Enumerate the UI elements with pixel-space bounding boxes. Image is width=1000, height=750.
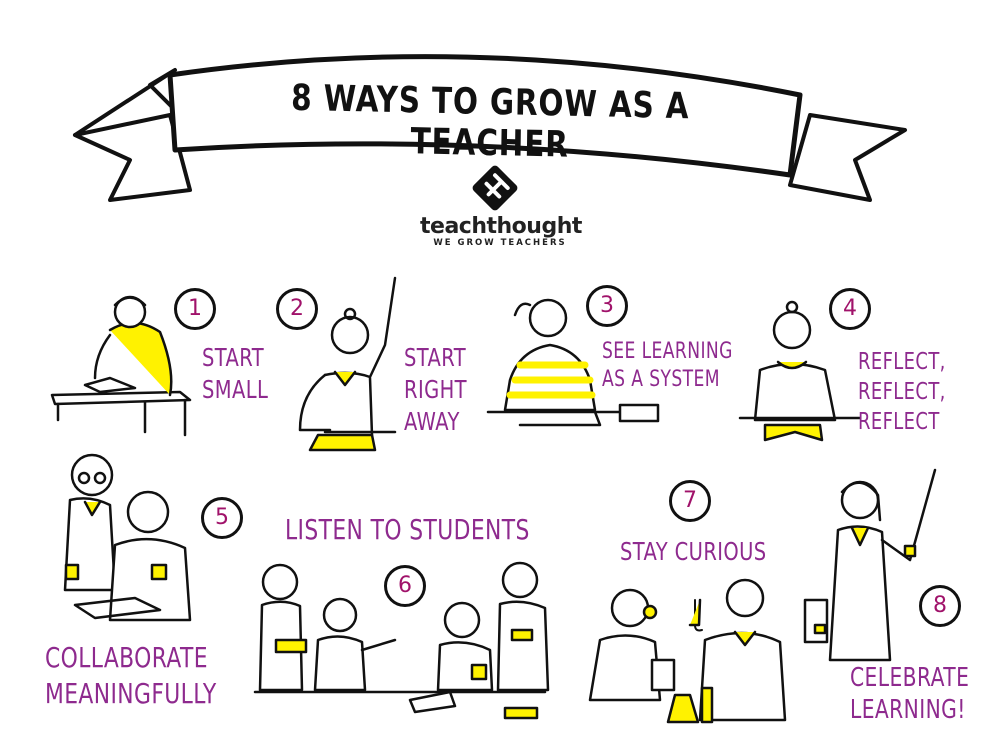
- label-listen-to-students: LISTEN TO STUDENTS: [285, 513, 530, 546]
- page-title: 8 WAYS TO GROW AS A TEACHER: [290, 77, 690, 166]
- label-celebrate-learning: CELEBRATE LEARNING!: [850, 663, 970, 725]
- number-badge-3: 3: [586, 285, 628, 327]
- figure-2-hand-raised: [298, 276, 397, 452]
- label-collaborate-meaningfully: COLLABORATE MEANINGFULLY: [45, 641, 217, 710]
- number-badge-5: 5: [201, 497, 243, 539]
- number-badge-8: 8: [919, 585, 961, 627]
- figure-7-curious-scientists: [588, 578, 787, 724]
- label-start-right-away: START RIGHT AWAY: [404, 343, 467, 436]
- figure-8-presenting-teacher: [803, 468, 937, 662]
- brand-tagline: WE GROW TEACHERS: [433, 238, 567, 248]
- label-see-learning-as-a-system: SEE LEARNING AS A SYSTEM: [602, 339, 733, 392]
- number-badge-1: 1: [174, 288, 216, 330]
- number-badge-6: 6: [384, 565, 426, 607]
- ribbon-banner: [73, 54, 907, 202]
- label-start-small: START SMALL: [202, 343, 269, 404]
- number-badge-4: 4: [829, 288, 871, 330]
- teachthought-logo-icon: [472, 165, 518, 211]
- figure-3-girl-writing: [486, 298, 660, 427]
- figure-4-reading: [738, 300, 862, 442]
- brand-name: teachthought: [420, 214, 582, 239]
- number-badge-7: 7: [669, 480, 711, 522]
- label-reflect: REFLECT, REFLECT, REFLECT: [858, 349, 946, 435]
- label-stay-curious: STAY CURIOUS: [620, 537, 767, 566]
- figure-5-collaborating: [63, 453, 192, 622]
- figure-6-listening-group: [253, 561, 550, 720]
- figure-1-student-desk: [50, 295, 192, 437]
- number-badge-2: 2: [276, 288, 318, 330]
